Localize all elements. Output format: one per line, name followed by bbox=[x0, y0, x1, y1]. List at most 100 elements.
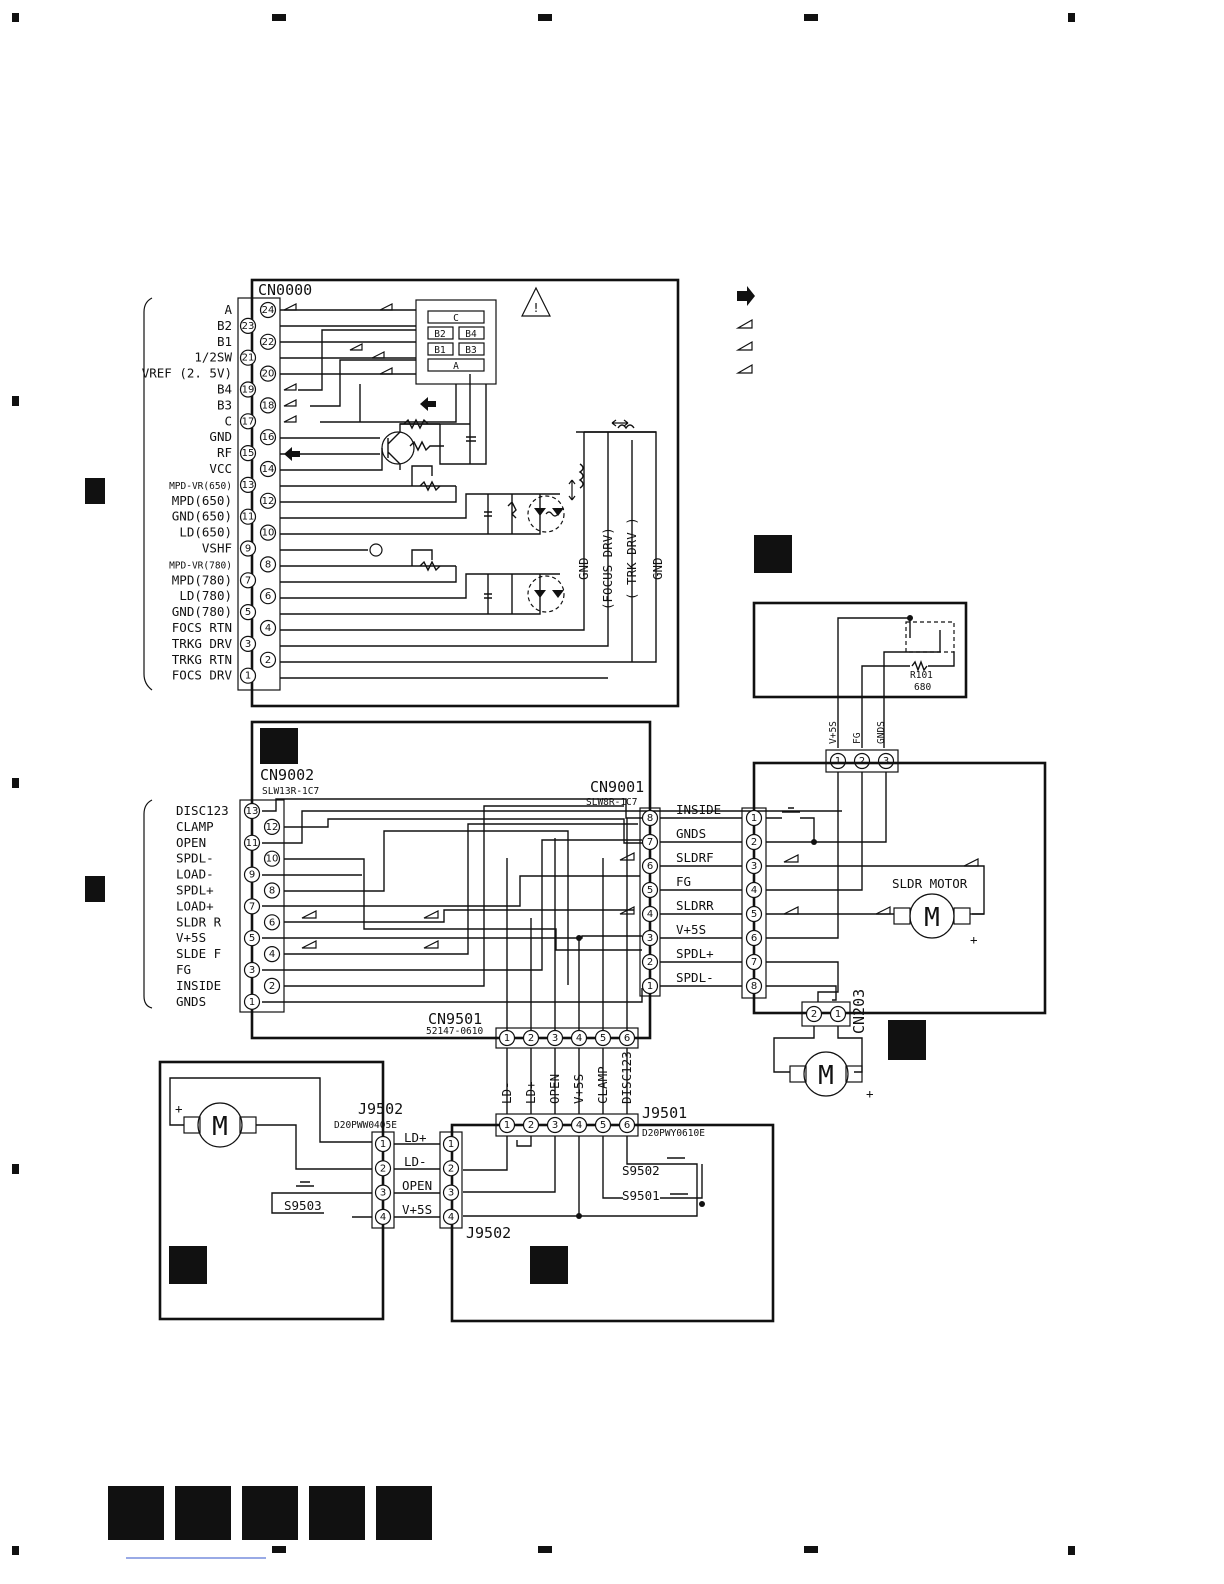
cn9002-pin: 13 bbox=[243, 802, 261, 820]
cn0000-pin-label: VREF (2. 5V) bbox=[142, 366, 232, 381]
cn9001-pin: 7 bbox=[641, 833, 659, 851]
j9501-pin: 3 bbox=[546, 1116, 564, 1134]
cn0000-pin: 4 bbox=[259, 619, 277, 637]
signal-legend bbox=[735, 286, 755, 374]
cn0000-pin: 3 bbox=[239, 635, 257, 653]
svg-text:(FOCUS DRV): (FOCUS DRV) bbox=[600, 527, 615, 610]
svg-text:9: 9 bbox=[245, 544, 251, 555]
svg-text:V+5S: V+5S bbox=[828, 721, 839, 744]
cn0000-pin-label: LD(650) bbox=[179, 525, 232, 540]
svg-text:S9502: S9502 bbox=[622, 1163, 660, 1178]
svg-text:6: 6 bbox=[647, 861, 653, 872]
svg-text:2: 2 bbox=[265, 655, 271, 666]
cn9002-pin: 11 bbox=[243, 834, 261, 851]
svg-text:18: 18 bbox=[262, 400, 275, 411]
cn9002-pin: 3 bbox=[243, 961, 261, 979]
cn0000-pin: 11 bbox=[239, 508, 257, 525]
svg-text:22: 22 bbox=[262, 337, 275, 348]
j9501-pin: 4 bbox=[570, 1116, 588, 1134]
svg-text:+: + bbox=[866, 1086, 874, 1101]
svg-text:3: 3 bbox=[647, 933, 653, 944]
svg-text:5: 5 bbox=[751, 909, 757, 920]
svg-text:6: 6 bbox=[269, 917, 275, 928]
svg-text:+: + bbox=[970, 932, 978, 947]
cn9002-pin: 5 bbox=[243, 930, 261, 947]
svg-text:J9502: J9502 bbox=[466, 1224, 511, 1242]
svg-text:R101: R101 bbox=[910, 670, 933, 681]
svg-text:6: 6 bbox=[751, 933, 757, 944]
cn203-pin: 1 bbox=[829, 1005, 847, 1023]
cn9002-pin: 12 bbox=[263, 818, 281, 836]
svg-text:7: 7 bbox=[647, 837, 653, 848]
j9501-pin: 6 bbox=[618, 1116, 636, 1134]
svg-text:5: 5 bbox=[249, 933, 255, 944]
cn0000-pin: 6 bbox=[259, 588, 277, 605]
svg-text:11: 11 bbox=[246, 838, 259, 849]
svg-text:M: M bbox=[212, 1112, 228, 1142]
sensor-pin: 3 bbox=[877, 752, 895, 770]
cn9002-pin-label: SLDR R bbox=[176, 914, 222, 929]
svg-text:S9503: S9503 bbox=[284, 1198, 322, 1213]
cn9001-pin-label: GNDS bbox=[676, 826, 706, 841]
svg-text:7: 7 bbox=[751, 957, 757, 968]
j9502-pin-left: 3 bbox=[374, 1184, 392, 1201]
cn9001-pin-label: SPDL- bbox=[676, 970, 714, 985]
svg-text:8: 8 bbox=[265, 559, 271, 570]
j9502-pin-right: 3 bbox=[442, 1184, 460, 1201]
cn0000-pin-label: GND bbox=[209, 429, 232, 444]
svg-text:M: M bbox=[818, 1061, 834, 1091]
svg-text:B3: B3 bbox=[465, 345, 476, 356]
j9501-pin: 1 bbox=[498, 1116, 516, 1134]
svg-text:6: 6 bbox=[624, 1120, 630, 1131]
svg-text:2: 2 bbox=[380, 1163, 386, 1174]
cn0000-pin-label: B2 bbox=[217, 318, 232, 333]
cn0000-pin-label: TRKG DRV bbox=[172, 636, 233, 651]
cn0000-pin-label: MPD(650) bbox=[172, 493, 232, 508]
svg-text:1: 1 bbox=[751, 813, 757, 824]
j9502-pin-left: 1 bbox=[374, 1135, 392, 1153]
cn9001-pin: 6 bbox=[641, 857, 659, 875]
loading-motor bbox=[197, 1102, 243, 1148]
cn0000-pin: 7 bbox=[239, 572, 257, 589]
svg-text:3: 3 bbox=[380, 1188, 386, 1199]
cn0000-pin-label: FOCS DRV bbox=[172, 668, 233, 683]
svg-text:GND: GND bbox=[650, 557, 665, 580]
footer-page-boxes bbox=[108, 1486, 432, 1559]
j9501-pin-label: LD- bbox=[499, 1081, 514, 1104]
cn9001-pin-label: V+5S bbox=[676, 922, 706, 937]
svg-text:23: 23 bbox=[242, 321, 255, 332]
cn9002-pin-label: SPDL- bbox=[176, 851, 214, 866]
cn0000-pin: 21 bbox=[239, 349, 257, 366]
cn9002-pin: 2 bbox=[263, 977, 281, 995]
svg-text:1: 1 bbox=[647, 981, 653, 992]
svg-text:GNDS: GNDS bbox=[876, 721, 887, 744]
svg-text:8: 8 bbox=[269, 886, 275, 897]
svg-text:12: 12 bbox=[266, 822, 279, 833]
cn0000-pin-label: C bbox=[224, 413, 232, 428]
photo-interrupter bbox=[905, 621, 955, 653]
cn0000-pin-label: 1/2SW bbox=[194, 350, 232, 365]
cn0000-pin-label: GND(780) bbox=[172, 604, 232, 619]
cn0000-pin: 13 bbox=[239, 476, 257, 493]
cn0000-pin: 10 bbox=[259, 524, 277, 541]
cn9001-pin: 3 bbox=[641, 929, 659, 947]
svg-text:14: 14 bbox=[262, 464, 275, 475]
cn0000-pin: 23 bbox=[239, 317, 257, 334]
svg-text:CN9501: CN9501 bbox=[428, 1010, 482, 1028]
svg-text:2: 2 bbox=[528, 1120, 534, 1131]
cn9002-pin-label: SLDE F bbox=[176, 946, 221, 961]
j9501-pin-label: V+5S bbox=[571, 1074, 586, 1104]
cn9501-pin: 2 bbox=[522, 1029, 540, 1047]
svg-text:3: 3 bbox=[245, 639, 251, 650]
svg-text:2: 2 bbox=[811, 1009, 817, 1020]
cn0000-pin: 16 bbox=[259, 429, 277, 446]
cn0000-pin: 14 bbox=[259, 460, 277, 478]
svg-text:!: ! bbox=[532, 300, 540, 315]
cn0000-pin-label: MPD(780) bbox=[172, 572, 232, 587]
svg-text:B2: B2 bbox=[434, 329, 445, 340]
svg-text:B1: B1 bbox=[434, 345, 446, 356]
pickup-block: CN0000 ! C B2 B4 B1 B3 A bbox=[142, 278, 680, 708]
svg-text:1: 1 bbox=[245, 671, 251, 682]
warning-icon bbox=[521, 286, 551, 317]
